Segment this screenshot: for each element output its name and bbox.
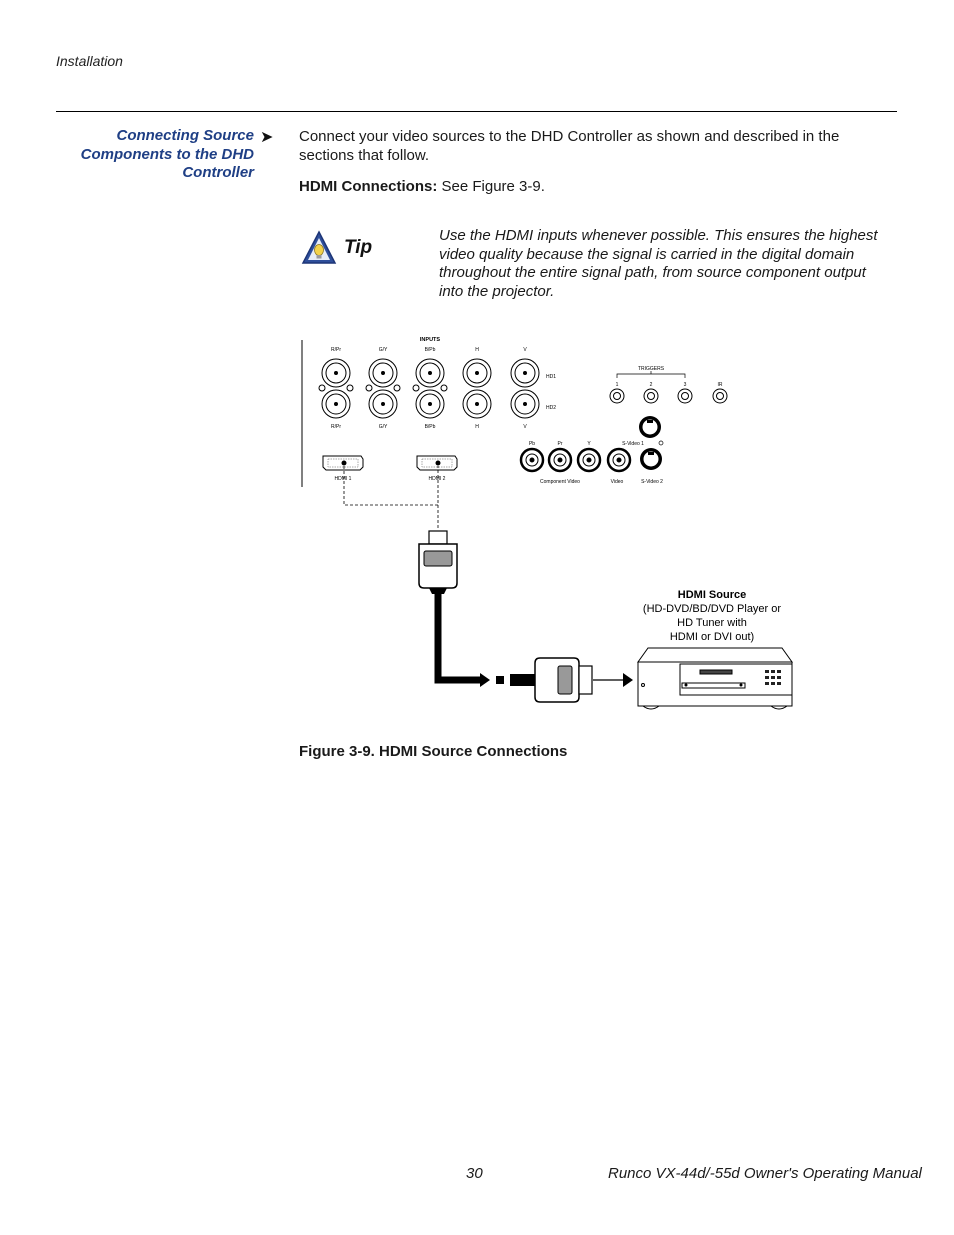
trigger-jack bbox=[677, 388, 693, 404]
bottom-label-r: R/Pr bbox=[331, 424, 341, 430]
arrow-right-icon: ➤ bbox=[260, 129, 274, 146]
hdmi-source-title: HDMI Source bbox=[678, 589, 746, 601]
tip-label: Tip bbox=[344, 237, 373, 258]
bnc-connector bbox=[510, 389, 540, 419]
bnc-connector bbox=[321, 389, 351, 419]
bnc-connector bbox=[365, 358, 401, 392]
rca-jack bbox=[606, 447, 632, 473]
lightbulb-warning-icon bbox=[301, 230, 337, 264]
hdmi-1-port bbox=[322, 455, 364, 471]
top-label-v: V bbox=[523, 347, 527, 353]
video-label: Video bbox=[611, 479, 624, 485]
header-rule bbox=[56, 111, 897, 112]
top-label-g: G/Y bbox=[379, 347, 388, 353]
bnc-connector bbox=[412, 358, 448, 392]
subhead-ref: See Figure 3-9. bbox=[437, 178, 545, 195]
hdmi-source-desc-3: HDMI or DVI out) bbox=[670, 631, 754, 643]
top-label-b: B/Pb bbox=[425, 347, 436, 353]
trigger-jack bbox=[609, 388, 625, 404]
svideo-2-label: S-Video 2 bbox=[641, 479, 663, 485]
bnc-connector bbox=[318, 358, 354, 392]
arrow-right-icon bbox=[623, 673, 633, 687]
hd2-label: HD2 bbox=[546, 405, 556, 411]
hdmi-2-port bbox=[416, 455, 458, 471]
figure-caption: Figure 3-9. HDMI Source Connections bbox=[299, 743, 568, 760]
hdmi-cable-plug-vertical bbox=[418, 530, 458, 594]
bnc-connector bbox=[510, 358, 540, 388]
rca-jack bbox=[576, 447, 602, 473]
dashed-connection-path bbox=[343, 466, 439, 530]
trigger-3-label: 3 bbox=[684, 382, 687, 388]
svideo-1-label: S-Video 1 bbox=[622, 441, 644, 447]
rca-jack bbox=[519, 447, 545, 473]
subhead-bold: HDMI Connections: bbox=[299, 178, 438, 195]
hd1-label: HD1 bbox=[546, 374, 556, 380]
pr-label: Pr bbox=[558, 441, 563, 447]
rca-jack bbox=[547, 447, 573, 473]
bottom-label-g: G/Y bbox=[379, 424, 388, 430]
trigger-1-label: 1 bbox=[616, 382, 619, 388]
running-header: Installation bbox=[56, 53, 123, 69]
intro-paragraph: Connect your video sources to the DHD Co… bbox=[299, 128, 840, 164]
ir-jack bbox=[712, 388, 728, 404]
manual-title: Runco VX-44d/-55d Owner's Operating Manu… bbox=[608, 1165, 922, 1182]
hdmi-source-desc-1: (HD-DVD/BD/DVD Player or bbox=[643, 603, 781, 615]
hdmi-cable bbox=[434, 594, 481, 684]
bnc-connector bbox=[368, 389, 398, 419]
trigger-2-label: 2 bbox=[650, 382, 653, 388]
pb-label: Pb bbox=[529, 441, 535, 447]
dvd-player-icon bbox=[637, 647, 793, 710]
top-label-h: H bbox=[475, 347, 479, 353]
tip-text: Use the HDMI inputs whenever possible. T… bbox=[439, 227, 878, 300]
hdmi-2-label: HDMI 2 bbox=[429, 476, 446, 482]
hdmi-connection-diagram: INPUTS R/Pr G/Y B/Pb H V HD1 HD2 R/Pr G/… bbox=[301, 337, 793, 710]
triggers-label: TRIGGERS bbox=[638, 366, 665, 372]
y-label: Y bbox=[587, 441, 591, 447]
inputs-label: INPUTS bbox=[420, 337, 441, 343]
bnc-connector bbox=[415, 389, 445, 419]
arrow-right-icon bbox=[480, 673, 490, 687]
hdmi-cable-plug-horizontal bbox=[534, 657, 593, 703]
page-number: 30 bbox=[466, 1165, 483, 1182]
section-heading: Connecting Source Components to the DHD … bbox=[80, 127, 254, 181]
component-video-label: Component Video bbox=[540, 479, 580, 485]
trigger-jack bbox=[643, 388, 659, 404]
hdmi-source-desc-2: HD Tuner with bbox=[677, 617, 747, 629]
bottom-label-b: B/Pb bbox=[425, 424, 436, 430]
bottom-label-h: H bbox=[475, 424, 479, 430]
bnc-connector bbox=[462, 358, 492, 388]
ir-label: IR bbox=[718, 382, 723, 388]
hdmi-1-label: HDMI 1 bbox=[335, 476, 352, 482]
bottom-label-v: V bbox=[523, 424, 527, 430]
hdmi-connections-subhead: HDMI Connections: See Figure 3-9. bbox=[299, 178, 545, 195]
svideo-1-jack bbox=[639, 416, 661, 438]
svideo-2-jack bbox=[640, 448, 662, 470]
bnc-connector bbox=[462, 389, 492, 419]
top-label-r: R/Pr bbox=[331, 347, 341, 353]
